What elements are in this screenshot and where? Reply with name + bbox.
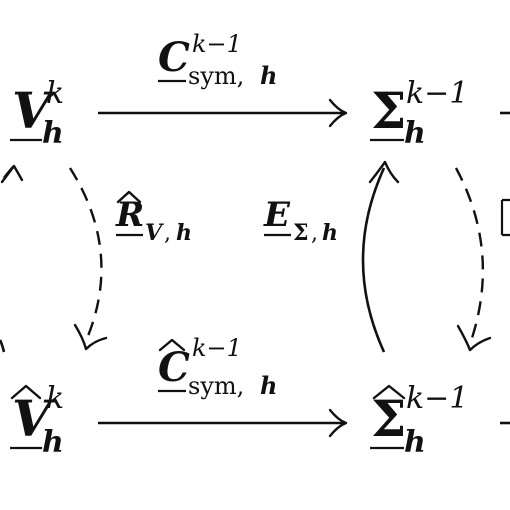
node-v-h-k: V k h: [10, 76, 64, 151]
arrow-c-sym-head: [328, 98, 348, 128]
label-c-hat-sym-base: C: [158, 344, 190, 391]
node-sigma-h-k1-sup: k−1: [406, 76, 468, 111]
node-v-hat-h-k-base: V: [12, 389, 56, 448]
arrow-c-hat-sym: C k−1 sym, h: [98, 334, 348, 438]
left-lower-arc-fragment: [0, 339, 6, 353]
right-dashed-arrow-fragment: [454, 167, 485, 339]
node-v-h-k-sup: k: [46, 76, 64, 111]
label-c-hat-sym-sub-text: sym,: [188, 372, 244, 400]
node-v-hat-h-k-sup: k: [46, 381, 64, 416]
label-r-hat-v-hat: [116, 190, 142, 204]
node-sigma-hat-h-k1-base: Σ: [371, 389, 406, 448]
arrow-e-sigma-head: [368, 160, 400, 184]
node-sigma-h-k1: Σ k−1 h: [370, 76, 468, 151]
label-c-sym-sub-text: sym,: [188, 62, 244, 90]
cropped-edge-fragments: [0, 111, 510, 425]
arrow-c-sym: C k−1 sym, h: [98, 30, 348, 128]
label-r-hat-v-sub1: V: [145, 220, 164, 246]
label-c-sym-sub-var: h: [260, 61, 277, 90]
label-r-hat-v-sep: ,: [164, 221, 171, 246]
arrow-r-hat-v-head: [73, 323, 108, 351]
label-e-sigma-sub2: h: [322, 220, 338, 246]
label-c-sym-sup: k−1: [192, 30, 242, 58]
arrow-c-hat-sym-head: [328, 408, 348, 438]
node-v-hat-h-k-sub: h: [42, 425, 64, 460]
arrow-e-sigma-shaft: [361, 167, 386, 353]
label-c-hat-sym-hat: [158, 338, 186, 352]
node-sigma-hat-h-k1: Σ k−1 h: [370, 381, 468, 460]
node-v-hat-h-k: V k h: [10, 381, 64, 460]
node-v-hat-h-k-hat: [10, 384, 42, 400]
node-sigma-hat-h-k1-sub: h: [404, 425, 426, 460]
left-upward-arrowhead-fragment: [0, 164, 24, 184]
arrow-e-sigma: E Σ , h: [263, 160, 400, 353]
label-c-hat-sym-sub-var: h: [260, 371, 277, 400]
label-r-hat-v-sub2: h: [176, 220, 192, 246]
node-v-h-k-base: V: [12, 81, 56, 140]
label-c-hat-sym-sup: k−1: [192, 334, 242, 362]
node-v-h-k-sub: h: [42, 116, 64, 151]
label-c-sym-base: C: [158, 34, 190, 81]
arrow-r-hat-v-shaft: [68, 167, 103, 337]
right-dashed-arrowhead-fragment: [456, 324, 492, 352]
label-e-sigma-sep: ,: [311, 221, 318, 246]
right-label-fragment: [500, 198, 510, 237]
node-sigma-hat-h-k1-sup: k−1: [406, 381, 468, 416]
node-sigma-h-k1-base: Σ: [371, 81, 406, 140]
node-sigma-h-k1-sub: h: [404, 116, 426, 151]
node-sigma-hat-h-k1-hat: [372, 384, 406, 400]
label-e-sigma-base: E: [263, 195, 291, 235]
arrow-r-hat-v: R V , h: [68, 167, 192, 351]
label-e-sigma-sub1: Σ: [293, 220, 309, 246]
